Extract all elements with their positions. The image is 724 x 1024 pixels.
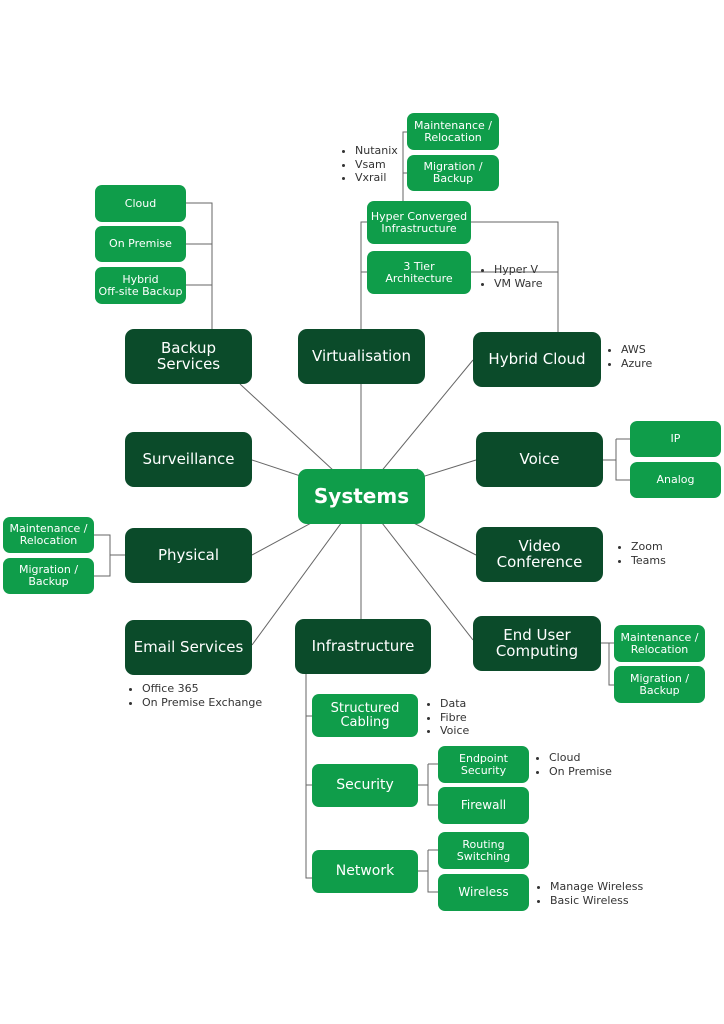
- euc-node: End User Computing: [473, 616, 601, 671]
- list-item: Azure: [621, 357, 652, 371]
- security-node: Security: [312, 764, 418, 807]
- hybrid-list: AWSAzure: [609, 343, 652, 370]
- list-item: On Premise Exchange: [142, 696, 262, 710]
- hybrid-cloud-node: Hybrid Cloud: [473, 332, 601, 387]
- virtualisation-node: Virtualisation: [298, 329, 425, 384]
- voice-node: Voice: [476, 432, 603, 487]
- physical-maintenance-node: Maintenance / Relocation: [3, 517, 94, 553]
- backup-onprem-node: On Premise: [95, 226, 186, 262]
- backup-cloud-node: Cloud: [95, 185, 186, 222]
- list-item: Data: [440, 697, 469, 711]
- list-item: Teams: [631, 554, 666, 568]
- cabling-list: DataFibreVoice: [428, 697, 469, 738]
- cabling-node: Structured Cabling: [312, 694, 418, 737]
- euc-maintenance-node: Maintenance / Relocation: [614, 625, 705, 662]
- routing-node: Routing Switching: [438, 832, 529, 869]
- video-list: ZoomTeams: [619, 540, 666, 567]
- list-item: Vsam: [355, 158, 398, 172]
- list-item: Nutanix: [355, 144, 398, 158]
- tier-list: Hyper VVM Ware: [482, 263, 542, 290]
- physical-migration-node: Migration / Backup: [3, 558, 94, 594]
- hci-list: NutanixVsamVxrail: [343, 144, 398, 185]
- voice-ip-node: IP: [630, 421, 721, 457]
- physical-node: Physical: [125, 528, 252, 583]
- backup-hybrid-node: Hybrid Off-site Backup: [95, 267, 186, 304]
- list-item: Vxrail: [355, 171, 398, 185]
- wireless-list: Manage WirelessBasic Wireless: [538, 880, 643, 907]
- list-item: Zoom: [631, 540, 666, 554]
- list-item: Basic Wireless: [550, 894, 643, 908]
- systems-node: Systems: [298, 469, 425, 524]
- list-item: On Premise: [549, 765, 612, 779]
- video-node: Video Conference: [476, 527, 603, 582]
- list-item: Fibre: [440, 711, 469, 725]
- euc-migration-node: Migration / Backup: [614, 666, 705, 703]
- infrastructure-node: Infrastructure: [295, 619, 431, 674]
- email-node: Email Services: [125, 620, 252, 675]
- firewall-node: Firewall: [438, 787, 529, 824]
- virt-migration-node: Migration / Backup: [407, 155, 499, 191]
- voice-analog-node: Analog: [630, 462, 721, 498]
- list-item: Manage Wireless: [550, 880, 643, 894]
- list-item: Cloud: [549, 751, 612, 765]
- wireless-node: Wireless: [438, 874, 529, 911]
- list-item: VM Ware: [494, 277, 542, 291]
- hci-node: Hyper Converged Infrastructure: [367, 201, 471, 244]
- list-item: Office 365: [142, 682, 262, 696]
- three-tier-node: 3 Tier Architecture: [367, 251, 471, 294]
- surveillance-node: Surveillance: [125, 432, 252, 487]
- endpoint-node: Endpoint Security: [438, 746, 529, 783]
- email-list: Office 365On Premise Exchange: [130, 682, 262, 709]
- list-item: Voice: [440, 724, 469, 738]
- virt-maintenance-node: Maintenance / Relocation: [407, 113, 499, 150]
- backup-node: Backup Services: [125, 329, 252, 384]
- list-item: AWS: [621, 343, 652, 357]
- list-item: Hyper V: [494, 263, 542, 277]
- network-node: Network: [312, 850, 418, 893]
